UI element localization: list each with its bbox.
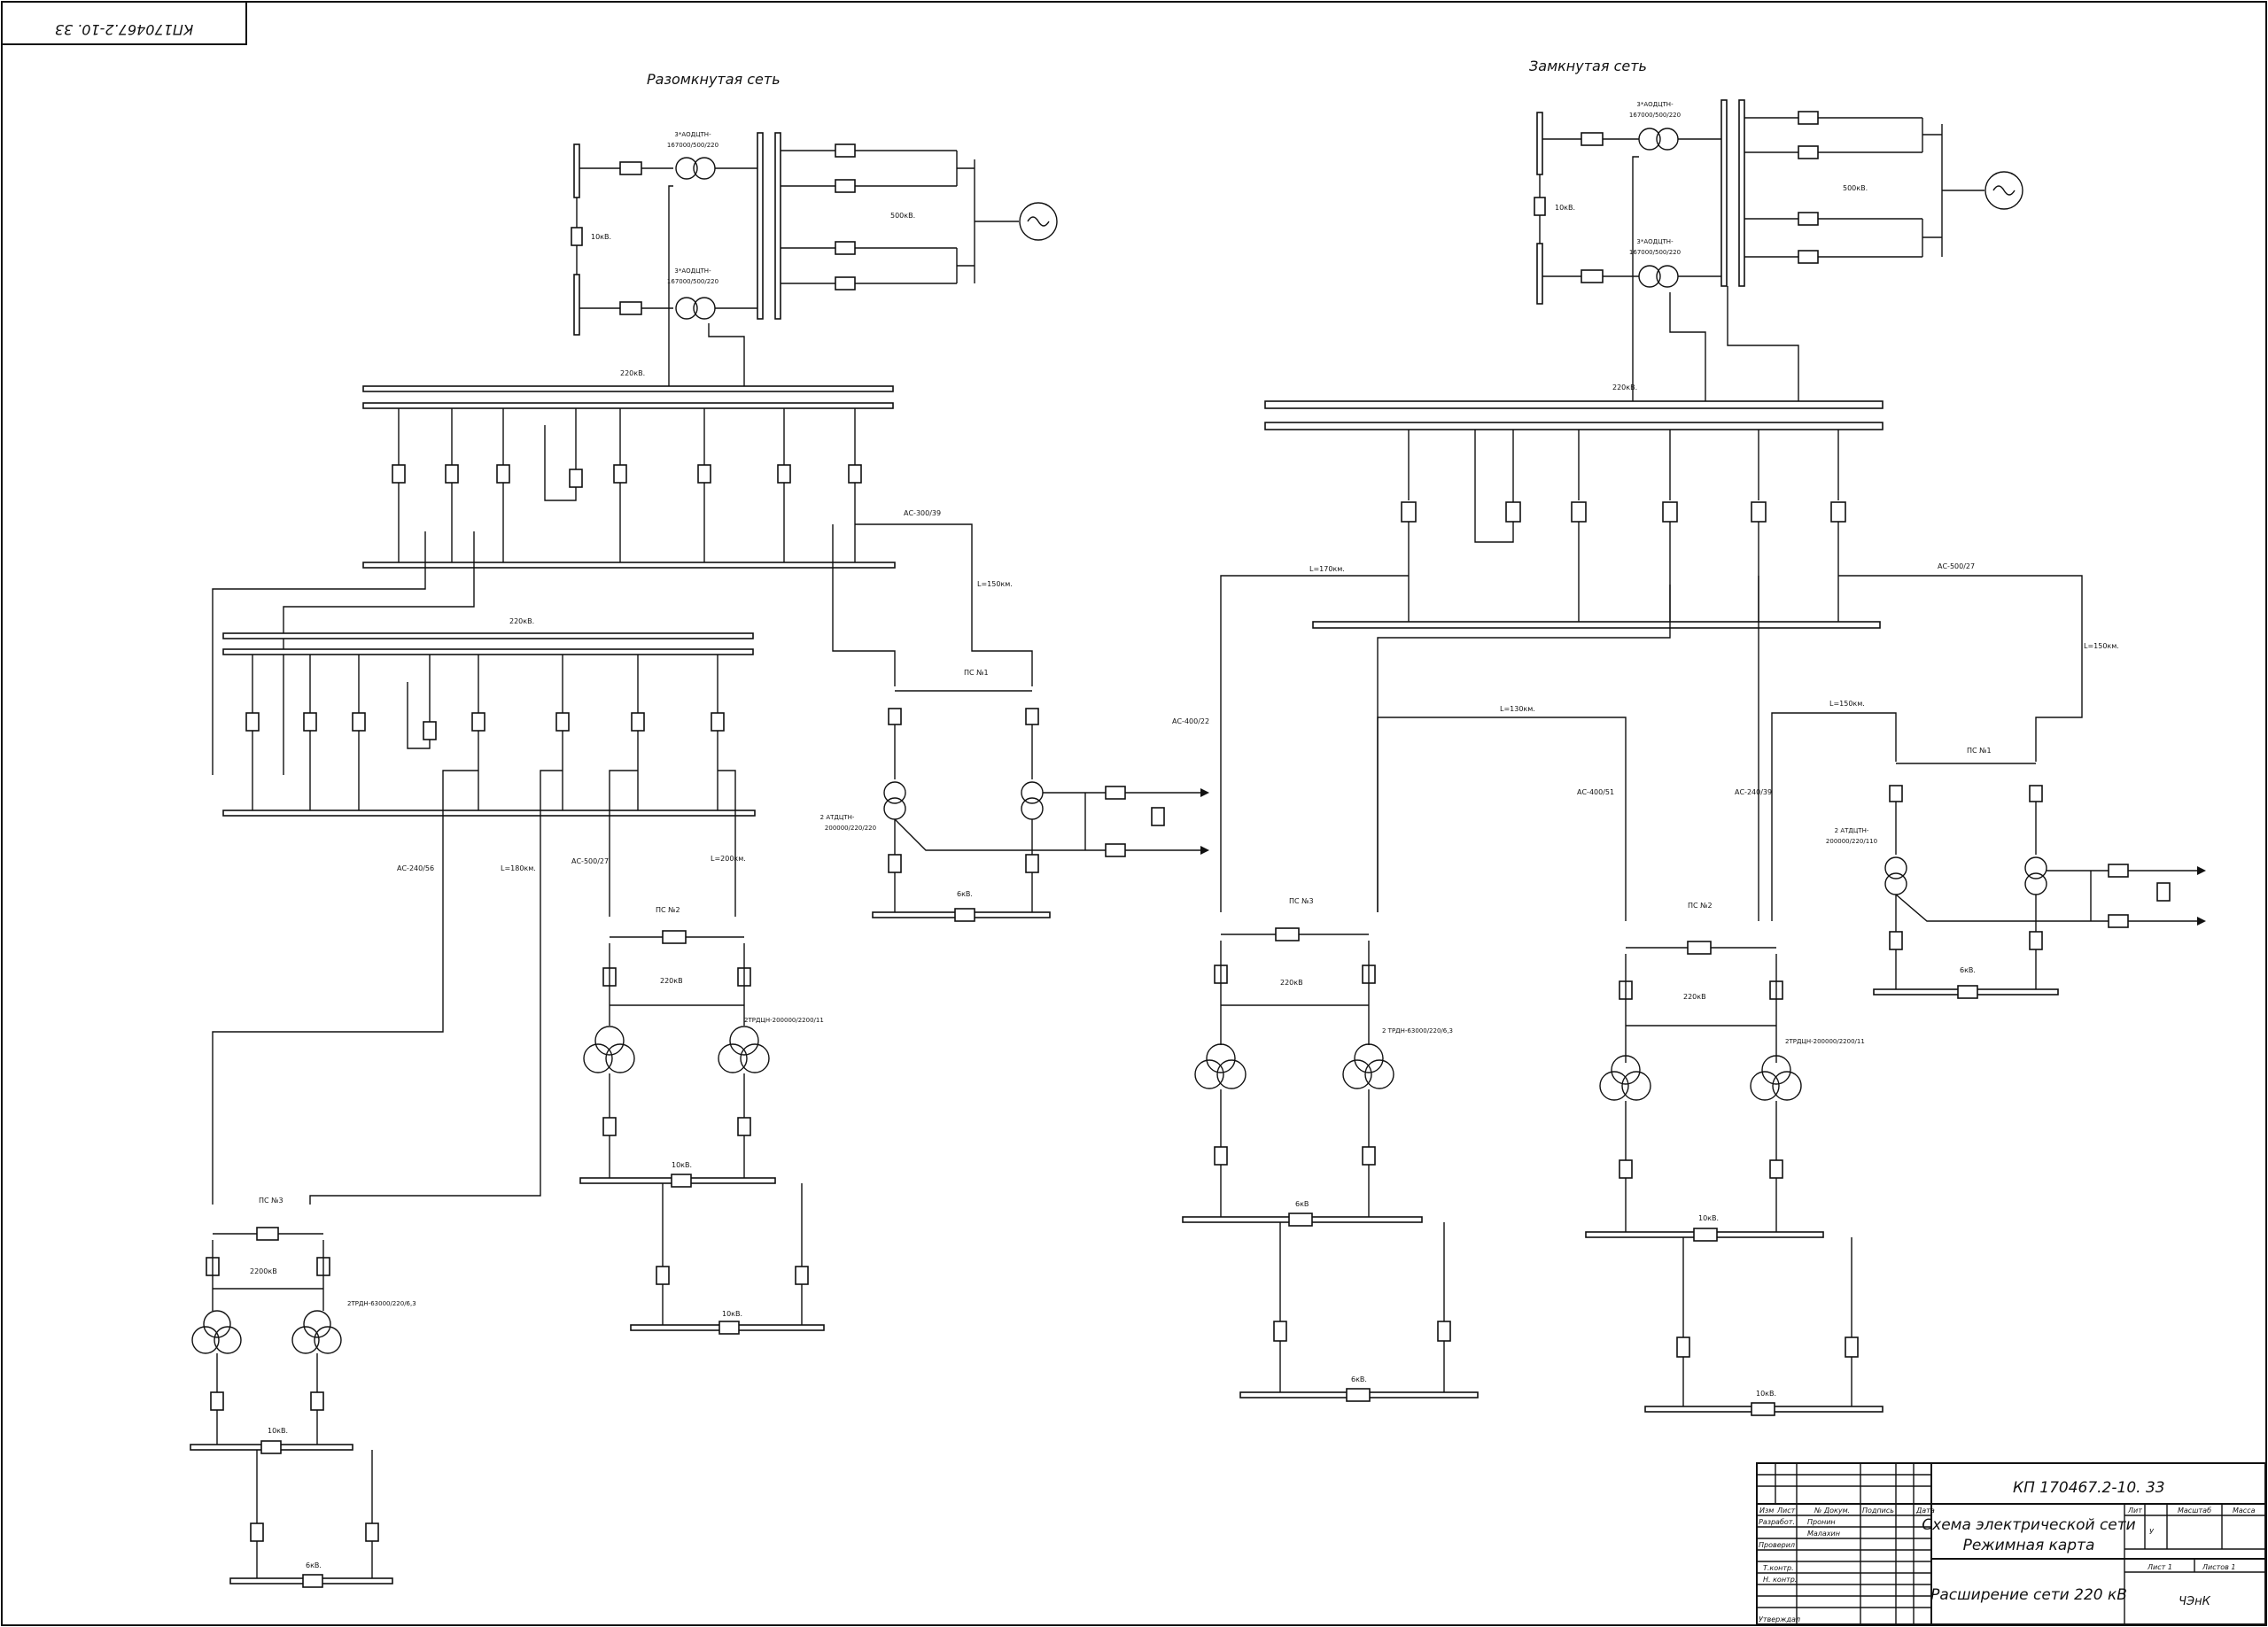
label-open-at1-line2: 167000/500/220	[667, 142, 718, 149]
label-open-ps3-6kv: 6кВ.	[306, 1561, 322, 1569]
label-open-ps2: ПС №2	[656, 906, 680, 914]
closed-network-schematic: 10кВ. 3*АОДЦТН- 167000/500/220 3*АОДЦТН-…	[1172, 99, 2206, 1416]
label-open-ps2-10kv-b: 10кВ.	[722, 1310, 742, 1318]
title-block: Изм Лист № Докум. Подпись Дата Разработ.…	[1756, 1462, 2266, 1625]
tb-header-masshtab: Масштаб	[2178, 1507, 2211, 1515]
label-closed-l170: L=170км.	[1309, 565, 1345, 573]
label-closed-l150a: L=150км.	[2084, 642, 2119, 650]
title-closed-network: Замкнутая сеть	[1529, 58, 1647, 74]
closed-ps1: ПС №1 2 АТДЦТН- 200000/220/110	[1826, 747, 2206, 999]
label-open-ps2-220kv: 220кВ	[660, 977, 683, 985]
label-open-ps2-tr: 2ТРДЦН-200000/2200/11	[744, 1017, 824, 1024]
label-open-at2-line1: 3*АОДЦТН-	[674, 267, 711, 275]
label-open-at2-line2: 167000/500/220	[667, 278, 718, 285]
label-open-at1-line1: 3*АОДЦТН-	[674, 131, 711, 138]
label-open-ps1-kv: 6кВ.	[957, 890, 973, 898]
label-closed-ps2-tr: 2ТРДЦН-200000/2200/11	[1785, 1038, 1865, 1045]
tb-doc-code: КП 170467.2-10. 33	[2013, 1479, 2165, 1497]
tb-header-izm: Изм	[1759, 1507, 1774, 1515]
label-closed-ps1: ПС №1	[1967, 747, 1992, 755]
tb-lit-value: У	[2149, 1528, 2155, 1536]
tb-row-nkontr: Н. контр.	[1763, 1576, 1797, 1584]
label-open-ac240: АС-240/56	[397, 864, 434, 872]
label-open-ac300: АС-300/39	[904, 509, 941, 517]
open-ps3: ПС №3 2200кВ 2ТРДН-63000/220/6,3 10кВ.	[190, 1197, 416, 1588]
tb-row-prover: Проверил	[1759, 1541, 1795, 1549]
label-closed-at2-line1: 3*АОДЦТН-	[1636, 238, 1674, 245]
title-open-network: Разомкнутая сеть	[647, 71, 781, 88]
label-closed-ps2-220kv: 220кВ	[1683, 993, 1706, 1001]
label-closed-ps2-10kv-a: 10кВ.	[1698, 1214, 1719, 1222]
label-closed-ps3-6kv-a: 6кВ	[1295, 1200, 1309, 1208]
label-open-ps2-10kv-a: 10кВ.	[672, 1161, 692, 1169]
open-ps1: ПС №1 2 АТДЦТН- 200000/220/220	[820, 669, 1209, 922]
tb-header-ndoc: № Докум.	[1814, 1507, 1850, 1515]
label-open-ac500: АС-500/27	[571, 857, 609, 865]
label-closed-at2-line2: 167000/500/220	[1629, 249, 1681, 256]
tb-title-line2: Режимная карта	[1963, 1537, 2095, 1554]
label-open-l180: L=180км.	[501, 864, 536, 872]
label-closed-ps3: ПС №3	[1289, 897, 1314, 905]
closed-ps2: ПС №2 220кВ 2ТРДЦН-200000/2200/11 10кВ.	[1585, 902, 1884, 1416]
tb-row-utverd: Утверждал	[1759, 1615, 1800, 1623]
closed-ps3: ПС №3 220кВ 2 ТРДН-63000/220/6,3 6кВ	[1182, 897, 1479, 1402]
label-open-500kv: 500кВ.	[890, 212, 915, 220]
label-closed-ac400-51: АС-400/51	[1577, 788, 1614, 796]
label-closed-ps1-tr-line2: 200000/220/110	[1826, 838, 1877, 845]
tb-org: ЧЭнК	[2179, 1595, 2210, 1608]
label-open-ps3: ПС №3	[259, 1197, 284, 1205]
open-network-schematic: 10кВ. 3*АОДЦТН- 167000/500/220 3*АОДЦТН-…	[190, 131, 1209, 1588]
tb-subtitle: Расширение сети 220 кВ	[1930, 1586, 2127, 1604]
label-closed-l150b: L=150км.	[1829, 700, 1865, 708]
label-open-220kv-upper: 220кВ.	[620, 369, 645, 377]
label-closed-ac400-22: АС-400/22	[1172, 717, 1209, 725]
label-open-ps3-tr: 2ТРДН-63000/220/6,3	[347, 1300, 416, 1307]
label-closed-ac240-39: АС-240/39	[1735, 788, 1772, 796]
label-closed-ac500: АС-500/27	[1938, 562, 1975, 570]
label-open-l200: L=200км.	[711, 855, 746, 863]
tb-row-tkontr: Т.контр.	[1763, 1564, 1794, 1572]
label-closed-ps2: ПС №2	[1688, 902, 1713, 910]
tb-name-razrab: Пронин	[1807, 1518, 1836, 1526]
label-open-ps3-220kv: 2200кВ	[250, 1267, 277, 1275]
label-open-l150: L=150км.	[977, 580, 1013, 588]
label-closed-500kv: 500кВ.	[1843, 184, 1868, 192]
tb-name-prover: Малахин	[1807, 1530, 1840, 1538]
label-closed-ps3-6kv-b: 6кВ.	[1351, 1375, 1367, 1383]
tb-sheet: Лист 1	[2147, 1563, 2172, 1571]
tb-header-lit: Лит	[2127, 1507, 2142, 1515]
label-closed-ps3-tr: 2 ТРДН-63000/220/6,3	[1382, 1027, 1453, 1034]
label-closed-10kv: 10кВ.	[1555, 204, 1575, 212]
tb-sheets: Листов 1	[2202, 1563, 2236, 1571]
label-closed-220kv: 220кВ.	[1612, 384, 1637, 391]
tb-header-list: Лист	[1776, 1507, 1796, 1515]
label-closed-l130: L=130км.	[1500, 705, 1535, 713]
label-open-ps1-tr-line1: 2 АТДЦТН-	[820, 814, 855, 821]
open-ps2: ПС №2 220кВ 2ТРДЦН-200000/2200/11 10кВ.	[579, 906, 825, 1335]
label-open-ps1: ПС №1	[964, 669, 989, 677]
label-closed-ps2-10kv-b: 10кВ.	[1756, 1390, 1776, 1398]
stamp-text: КП170467.2-10. 33	[55, 21, 193, 38]
stamp-box: КП170467.2-10. 33	[2, 2, 247, 45]
label-open-ps1-tr-line2: 200000/220/220	[825, 825, 876, 832]
label-closed-ps1-kv: 6кВ.	[1960, 966, 1976, 974]
tb-row-razrab: Разработ.	[1759, 1518, 1795, 1526]
label-open-220kv-lower: 220кВ.	[509, 617, 534, 625]
tb-header-data: Дата	[1915, 1507, 1935, 1515]
tb-header-massa: Масса	[2233, 1507, 2256, 1515]
label-open-ps3-10kv: 10кВ.	[268, 1427, 288, 1435]
label-closed-ps3-220kv: 220кВ	[1280, 979, 1303, 987]
label-closed-at1-line2: 167000/500/220	[1629, 112, 1681, 119]
label-closed-ps1-tr-line1: 2 АТДЦТН-	[1835, 827, 1869, 834]
tb-header-podp: Подпись	[1862, 1507, 1894, 1515]
tb-title-line1: Схема электрической сети	[1922, 1516, 2135, 1534]
label-closed-at1-line1: 3*АОДЦТН-	[1636, 101, 1674, 108]
label-open-10kv: 10кВ.	[591, 233, 611, 241]
